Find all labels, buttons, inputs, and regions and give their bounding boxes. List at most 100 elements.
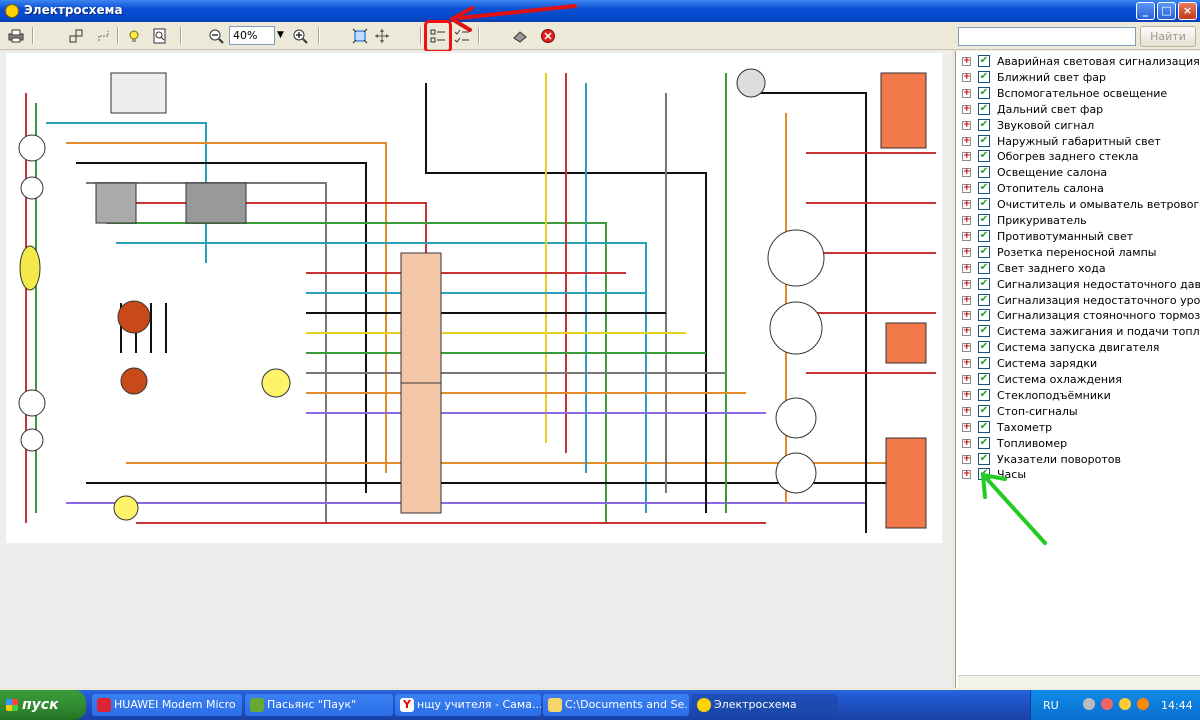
item-checkbox[interactable]: ✔ [978,388,990,401]
item-checkbox[interactable]: ✔ [978,134,990,147]
item-checkbox[interactable]: ✔ [978,468,990,481]
item-checkbox[interactable]: ✔ [978,325,990,338]
preview-button[interactable] [150,26,170,45]
expand-plus-icon[interactable]: + [962,389,971,400]
expand-plus-icon[interactable]: + [962,310,971,321]
item-checkbox[interactable]: ✔ [978,452,990,465]
expand-plus-icon[interactable]: + [962,56,971,66]
item-checkbox[interactable]: ✔ [978,150,990,163]
zoom-select[interactable]: 40% [229,26,275,45]
expand-plus-icon[interactable]: + [962,405,971,416]
steering-wheel-icon [5,4,19,18]
item-checkbox[interactable]: ✔ [978,214,990,226]
expand-plus-icon[interactable]: + [962,103,971,114]
expand-plus-icon[interactable]: + [962,135,971,146]
fit-button[interactable] [350,26,370,45]
item-checkbox[interactable]: ✔ [978,166,990,179]
item-checkbox[interactable]: ✔ [978,86,990,99]
chevron-down-icon[interactable]: ▼ [277,30,284,40]
item-checkbox[interactable]: ✔ [978,198,990,211]
language-indicator[interactable]: RU [1043,699,1059,712]
task-browser[interactable]: Y нщу учителя - Сама... [395,694,541,716]
start-button[interactable]: пуск [0,690,86,720]
layout-button[interactable] [66,26,86,45]
expand-plus-icon[interactable]: + [962,183,971,194]
expand-plus-icon[interactable]: + [962,167,971,178]
tree-item-label: Свет заднего хода [997,261,1106,275]
item-checkbox[interactable]: ✔ [978,404,990,417]
expand-plus-icon[interactable]: + [962,294,971,305]
maximize-button[interactable]: □ [1157,2,1176,20]
tray-app-icon[interactable] [1119,698,1131,710]
expand-plus-icon[interactable]: + [962,358,971,369]
expand-plus-icon[interactable]: + [962,326,971,337]
expand-plus-icon[interactable]: + [962,199,971,210]
item-checkbox[interactable]: ✔ [978,118,990,131]
zoom-out-button[interactable] [206,26,226,45]
expand-plus-icon[interactable]: + [962,119,971,130]
task-huawei-modem[interactable]: HUAWEI Modem Micro [92,694,242,716]
expand-plus-icon[interactable]: + [962,374,971,384]
minimize-button[interactable]: _ [1136,2,1155,20]
expand-plus-icon[interactable]: + [962,246,971,257]
route-button[interactable] [94,26,114,45]
expand-plus-icon[interactable]: + [962,342,971,353]
expand-plus-icon[interactable]: + [962,469,971,480]
task-explorer[interactable]: C:\Documents and Se... [543,694,689,716]
item-checkbox[interactable]: ✔ [978,245,990,258]
task-label: Электросхема [714,698,797,711]
zoom-in-button[interactable] [290,26,310,45]
item-checkbox[interactable]: ✔ [978,420,990,433]
tree-item-label: Система запуска двигателя [997,341,1160,355]
item-checkbox[interactable]: ✔ [978,373,990,385]
expand-plus-icon[interactable]: + [962,230,971,241]
tray-app-icon[interactable] [1137,698,1149,710]
item-checkbox[interactable]: ✔ [978,70,990,83]
expand-plus-icon[interactable]: + [962,278,971,289]
expand-plus-icon[interactable]: + [962,453,971,464]
wiring-diagram[interactable] [6,53,942,543]
search-input[interactable] [958,27,1136,46]
item-checkbox[interactable]: ✔ [978,229,990,242]
expand-plus-icon[interactable]: + [962,151,971,162]
tree-item-label: Сигнализация недостаточного уровня тормо… [997,293,1200,307]
item-checkbox[interactable]: ✔ [978,293,990,306]
expand-plus-icon[interactable]: + [962,437,971,448]
antivirus-icon[interactable] [1101,698,1113,710]
tree-item-label: Указатели поворотов [997,452,1121,466]
folder-icon [548,698,562,712]
highlight-button[interactable] [124,26,144,45]
expand-plus-icon[interactable]: + [962,262,971,273]
expand-tree-button[interactable] [428,26,448,45]
item-checkbox[interactable]: ✔ [978,341,990,354]
item-checkbox[interactable]: ✔ [978,277,990,290]
item-checkbox[interactable]: ✔ [978,357,990,370]
item-checkbox[interactable]: ✔ [978,102,990,115]
eraser-button[interactable] [510,26,530,45]
item-checkbox[interactable]: ✔ [978,55,990,67]
print-button[interactable] [6,26,26,45]
check-all-button[interactable] [452,26,472,45]
pan-button[interactable] [372,26,392,45]
diagram-viewport[interactable] [0,51,952,688]
item-checkbox[interactable]: ✔ [978,436,990,449]
item-checkbox[interactable]: ✔ [978,182,990,195]
item-checkbox[interactable]: ✔ [978,261,990,274]
tree-item-label: Сигнализация недостаточного давления мас… [997,277,1200,291]
tree-item-label: Тахометр [997,420,1053,434]
cards-icon [250,698,264,712]
steering-wheel-icon [697,698,711,712]
expand-plus-icon[interactable]: + [962,421,971,432]
stop-button[interactable] [538,26,558,45]
system-tray: RU 14:44 [1030,690,1200,720]
network-icon[interactable] [1083,698,1095,710]
expand-plus-icon[interactable]: + [962,215,971,225]
expand-plus-icon[interactable]: + [962,87,971,98]
close-button[interactable]: × [1178,2,1197,20]
find-button[interactable]: Найти [1140,26,1196,47]
expand-plus-icon[interactable]: + [962,71,971,82]
task-spider-solitaire[interactable]: Пасьянс "Паук" [245,694,393,716]
item-checkbox[interactable]: ✔ [978,309,990,322]
task-electroschema[interactable]: Электросхема [692,694,838,716]
horizontal-scrollbar[interactable] [958,675,1200,689]
